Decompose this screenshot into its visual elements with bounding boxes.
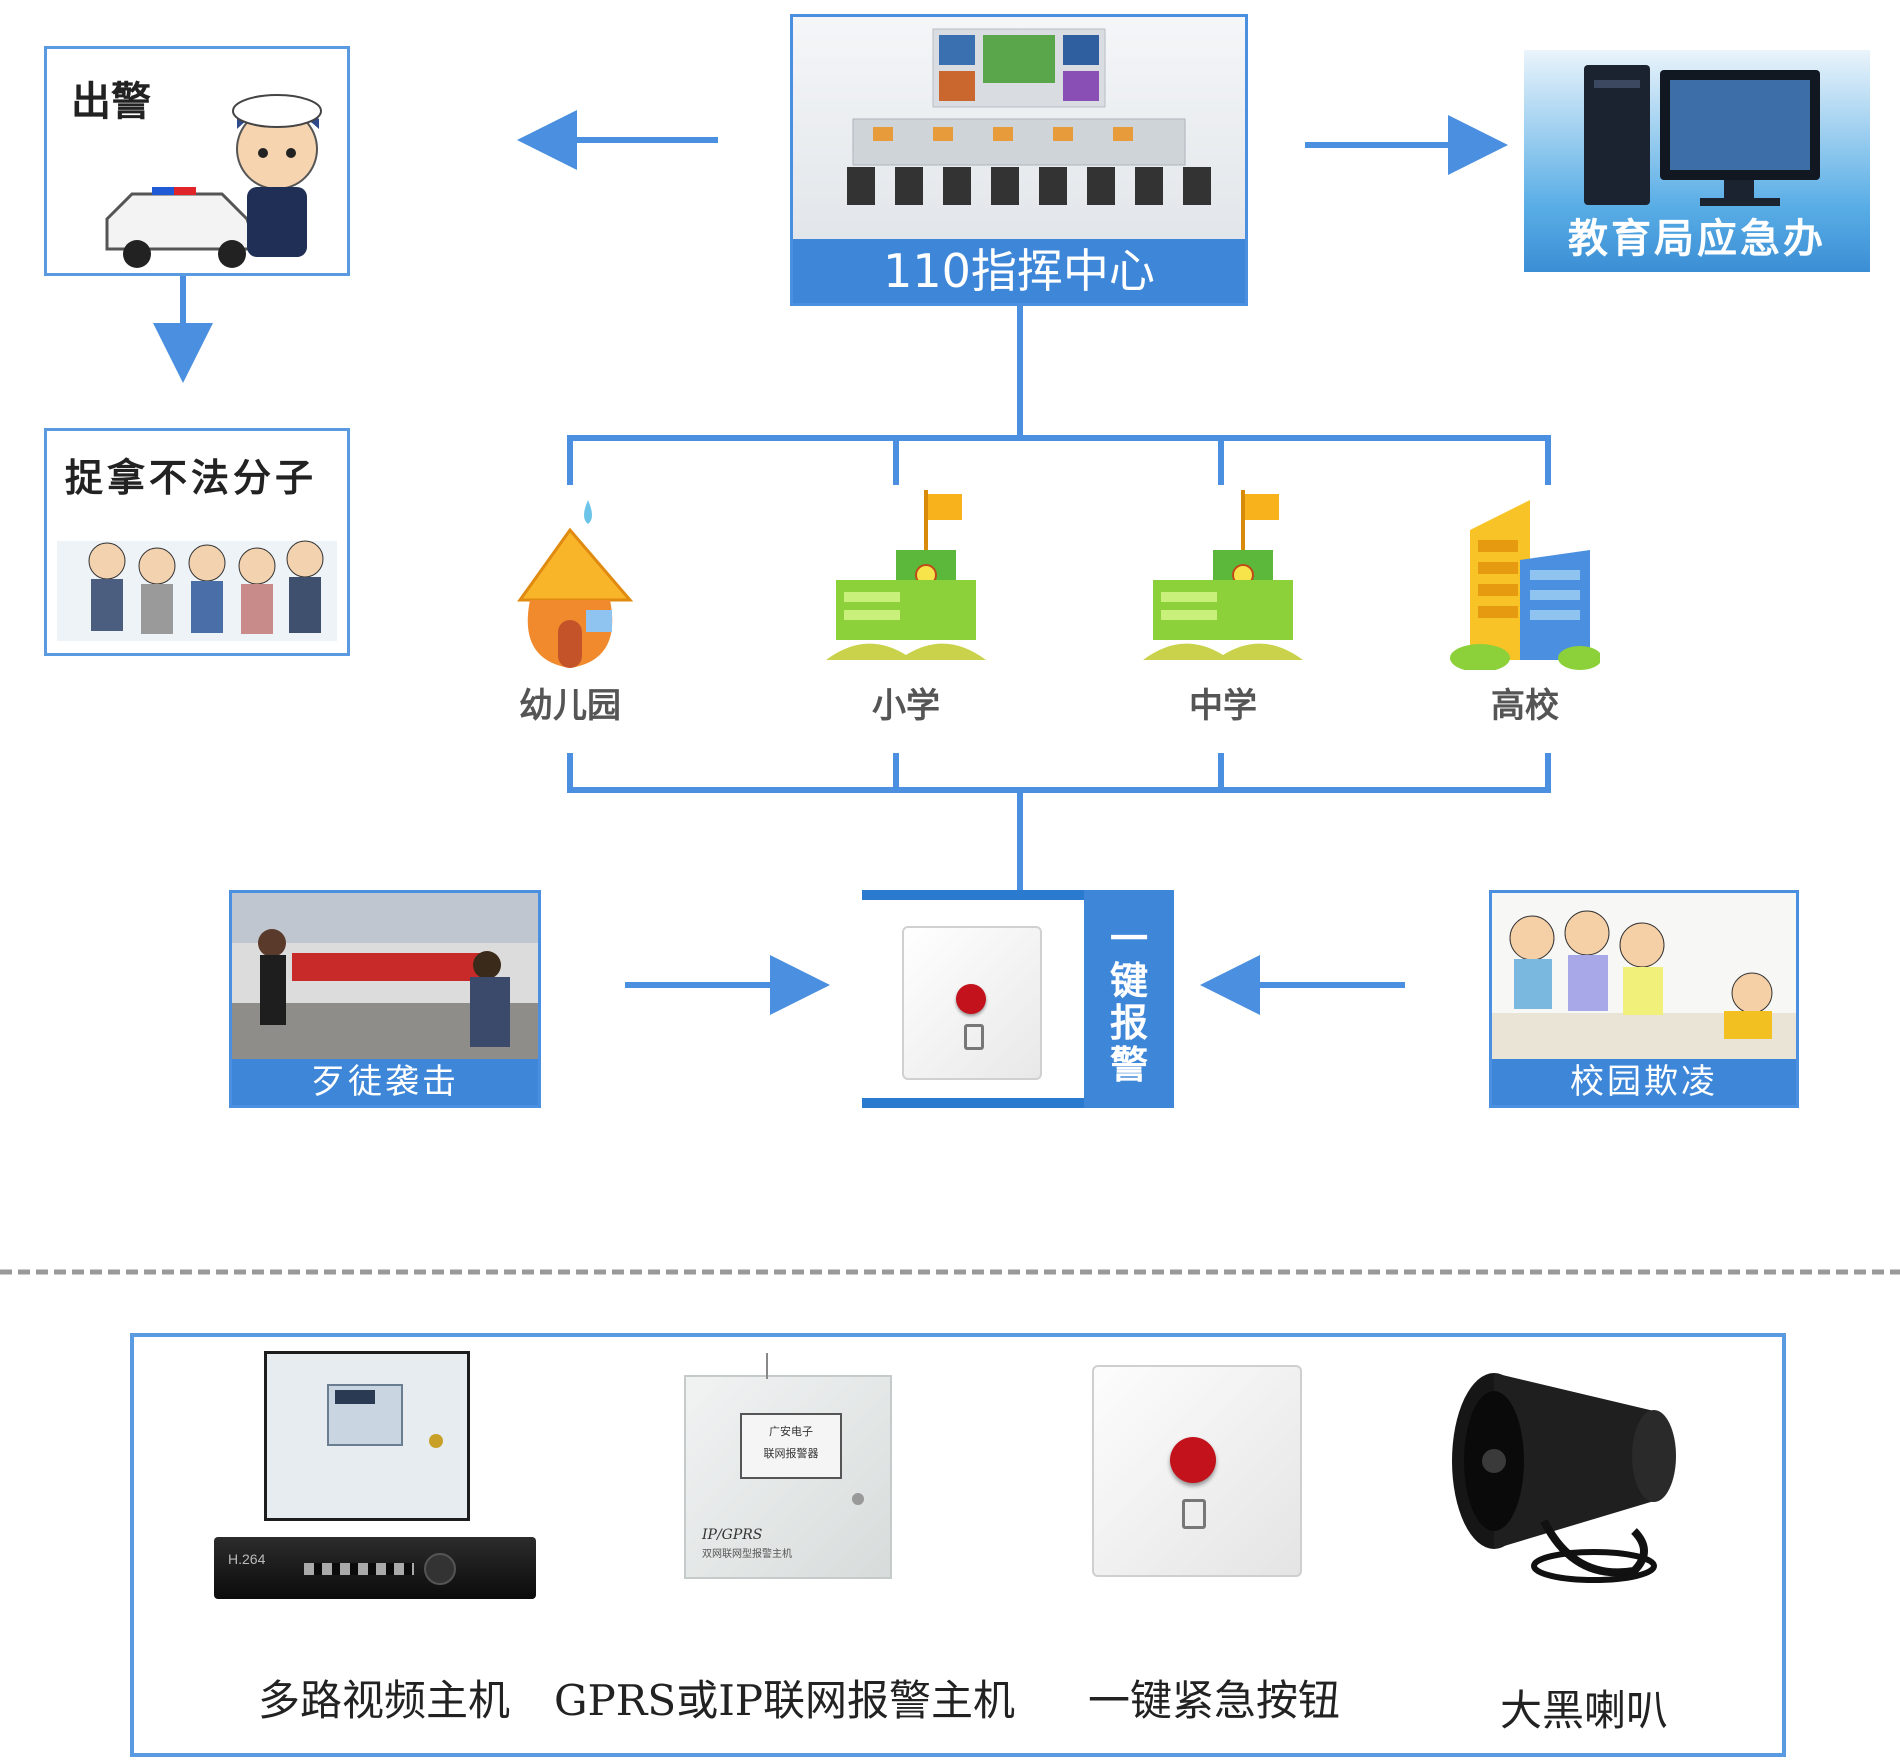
network-alarm-host-icon: 广安电子 联网报警器 IP/GPRS 双网联网型报警主机 [684, 1353, 892, 1579]
device-label: GPRS或IP联网报警主机 [554, 1676, 1016, 1725]
education-office-box: 教育局应急办 [1524, 50, 1870, 272]
school-label: 小学 [872, 686, 940, 726]
arrest-title: 捉拿不法分子 [65, 456, 318, 500]
one-key-alarm-label: 一键报警 [1109, 917, 1148, 1087]
dvr-brand-text: H.264 [228, 1551, 266, 1567]
school-university: 高校 [1450, 490, 1602, 726]
arrest-box: 捉拿不法分子 [44, 428, 350, 656]
attack-box: 歹徒袭击 [229, 890, 541, 1108]
school-flag-icon [1143, 490, 1303, 660]
command-center-label: 110指挥中心 [793, 239, 1245, 303]
command-center-icon [793, 17, 1245, 239]
school-label: 中学 [1189, 686, 1257, 726]
alarm-box-brand: 广安电子 [769, 1425, 813, 1438]
device-label: 多路视频主机 [257, 1676, 510, 1725]
device-network-alarm-host: 广安电子 联网报警器 IP/GPRS 双网联网型报警主机 GPRS或IP联网报警… [554, 1351, 1015, 1731]
device-label: 一键紧急按钮 [1087, 1676, 1340, 1725]
school-middle: 中学 [1143, 490, 1303, 726]
command-center-box: 110指挥中心 [790, 14, 1248, 306]
schools-top-bracket [567, 435, 1551, 485]
school-label: 高校 [1491, 686, 1559, 726]
device-panic-button: 一键紧急按钮 [1034, 1351, 1394, 1731]
panic-button-icon [1092, 1365, 1302, 1577]
arrest-illustration-icon [57, 540, 337, 641]
alarm-box-name: 联网报警器 [763, 1447, 819, 1460]
device-label: 大黑喇叭 [1499, 1686, 1668, 1735]
school-primary: 小学 [826, 490, 986, 726]
school-flag-icon [826, 490, 986, 660]
school-kindergarten: 幼儿园 [500, 490, 640, 726]
devices-panel: H.264 多路视频主机 广安电子 联网报警器 IP/GPRS 双网联网型报警主… [130, 1333, 1786, 1757]
panic-button-icon [902, 926, 1042, 1080]
schools-bottom-bracket [567, 753, 1551, 793]
police-car-icon [105, 94, 322, 268]
attack-label: 歹徒袭击 [232, 1059, 538, 1105]
school-label: 幼儿园 [519, 686, 621, 726]
bullying-label: 校园欺凌 [1492, 1059, 1796, 1105]
alarm-host-model: IP/GPRS [702, 1527, 763, 1543]
speaker-horn-icon [1452, 1373, 1676, 1583]
education-office-label: 教育局应急办 [1568, 216, 1826, 262]
kindergarten-icon [517, 500, 634, 668]
device-video-host: H.264 多路视频主机 [214, 1351, 554, 1731]
police-dispatch-title: 出警 [71, 79, 151, 125]
police-dispatch-box: 出警 [44, 46, 350, 276]
computer-icon [1584, 65, 1820, 206]
bullying-illustration-icon [1492, 893, 1796, 1059]
alarm-host-sub: 双网联网型报警主机 [702, 1549, 792, 1560]
university-icon [1450, 500, 1602, 672]
video-host-icon: H.264 [214, 1351, 554, 1631]
device-speaker-horn: 大黑喇叭 [1434, 1351, 1734, 1735]
bullying-box: 校园欺凌 [1489, 890, 1799, 1108]
one-key-alarm-box: 一键报警 [862, 890, 1174, 1108]
attack-photo-icon [232, 893, 538, 1059]
